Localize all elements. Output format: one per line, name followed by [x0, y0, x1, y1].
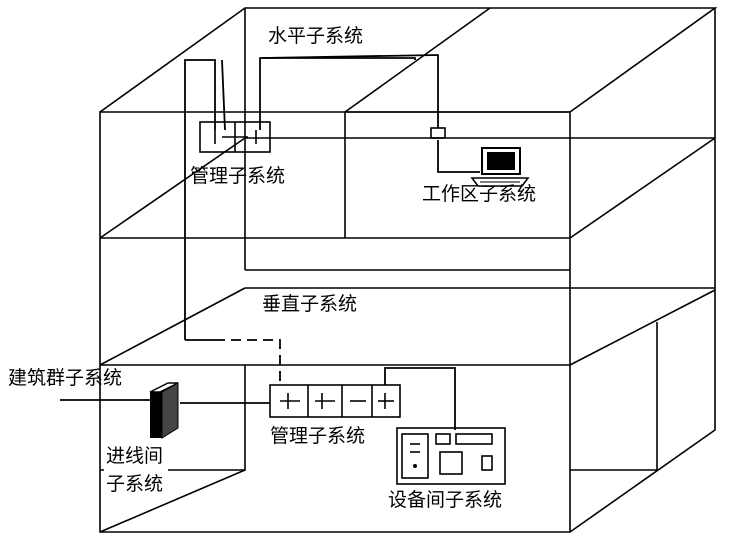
label-entrance-subsystem-line2: 子系统 — [106, 473, 163, 495]
label-horizontal-subsystem: 水平子系统 — [268, 25, 363, 47]
label-work-area-subsystem: 工作区子系统 — [422, 183, 536, 205]
horizontal-cabling — [184, 54, 480, 340]
vertical-cabling — [60, 339, 456, 430]
outlet-icon — [430, 127, 446, 139]
label-campus-subsystem: 建筑群子系统 — [8, 367, 122, 389]
label-management-subsystem-bottom: 管理子系统 — [270, 425, 365, 447]
labels: 水平子系统 管理子系统 工作区子系统 垂直子系统 建筑群子系统 管理子系统 进线… — [8, 22, 536, 511]
label-equipment-room-subsystem: 设备间子系统 — [388, 489, 502, 511]
label-entrance-subsystem-line1: 进线间 — [106, 445, 163, 467]
label-vertical-subsystem: 垂直子系统 — [262, 293, 357, 315]
patch-panel-icon — [199, 121, 271, 153]
patch-panel-icon — [269, 384, 401, 418]
label-management-subsystem-top: 管理子系统 — [190, 165, 285, 187]
building-outline — [99, 7, 718, 533]
entrance-box-icon — [149, 382, 179, 439]
equipment-cabinet-icon — [396, 427, 506, 485]
computer-icon — [470, 147, 530, 187]
